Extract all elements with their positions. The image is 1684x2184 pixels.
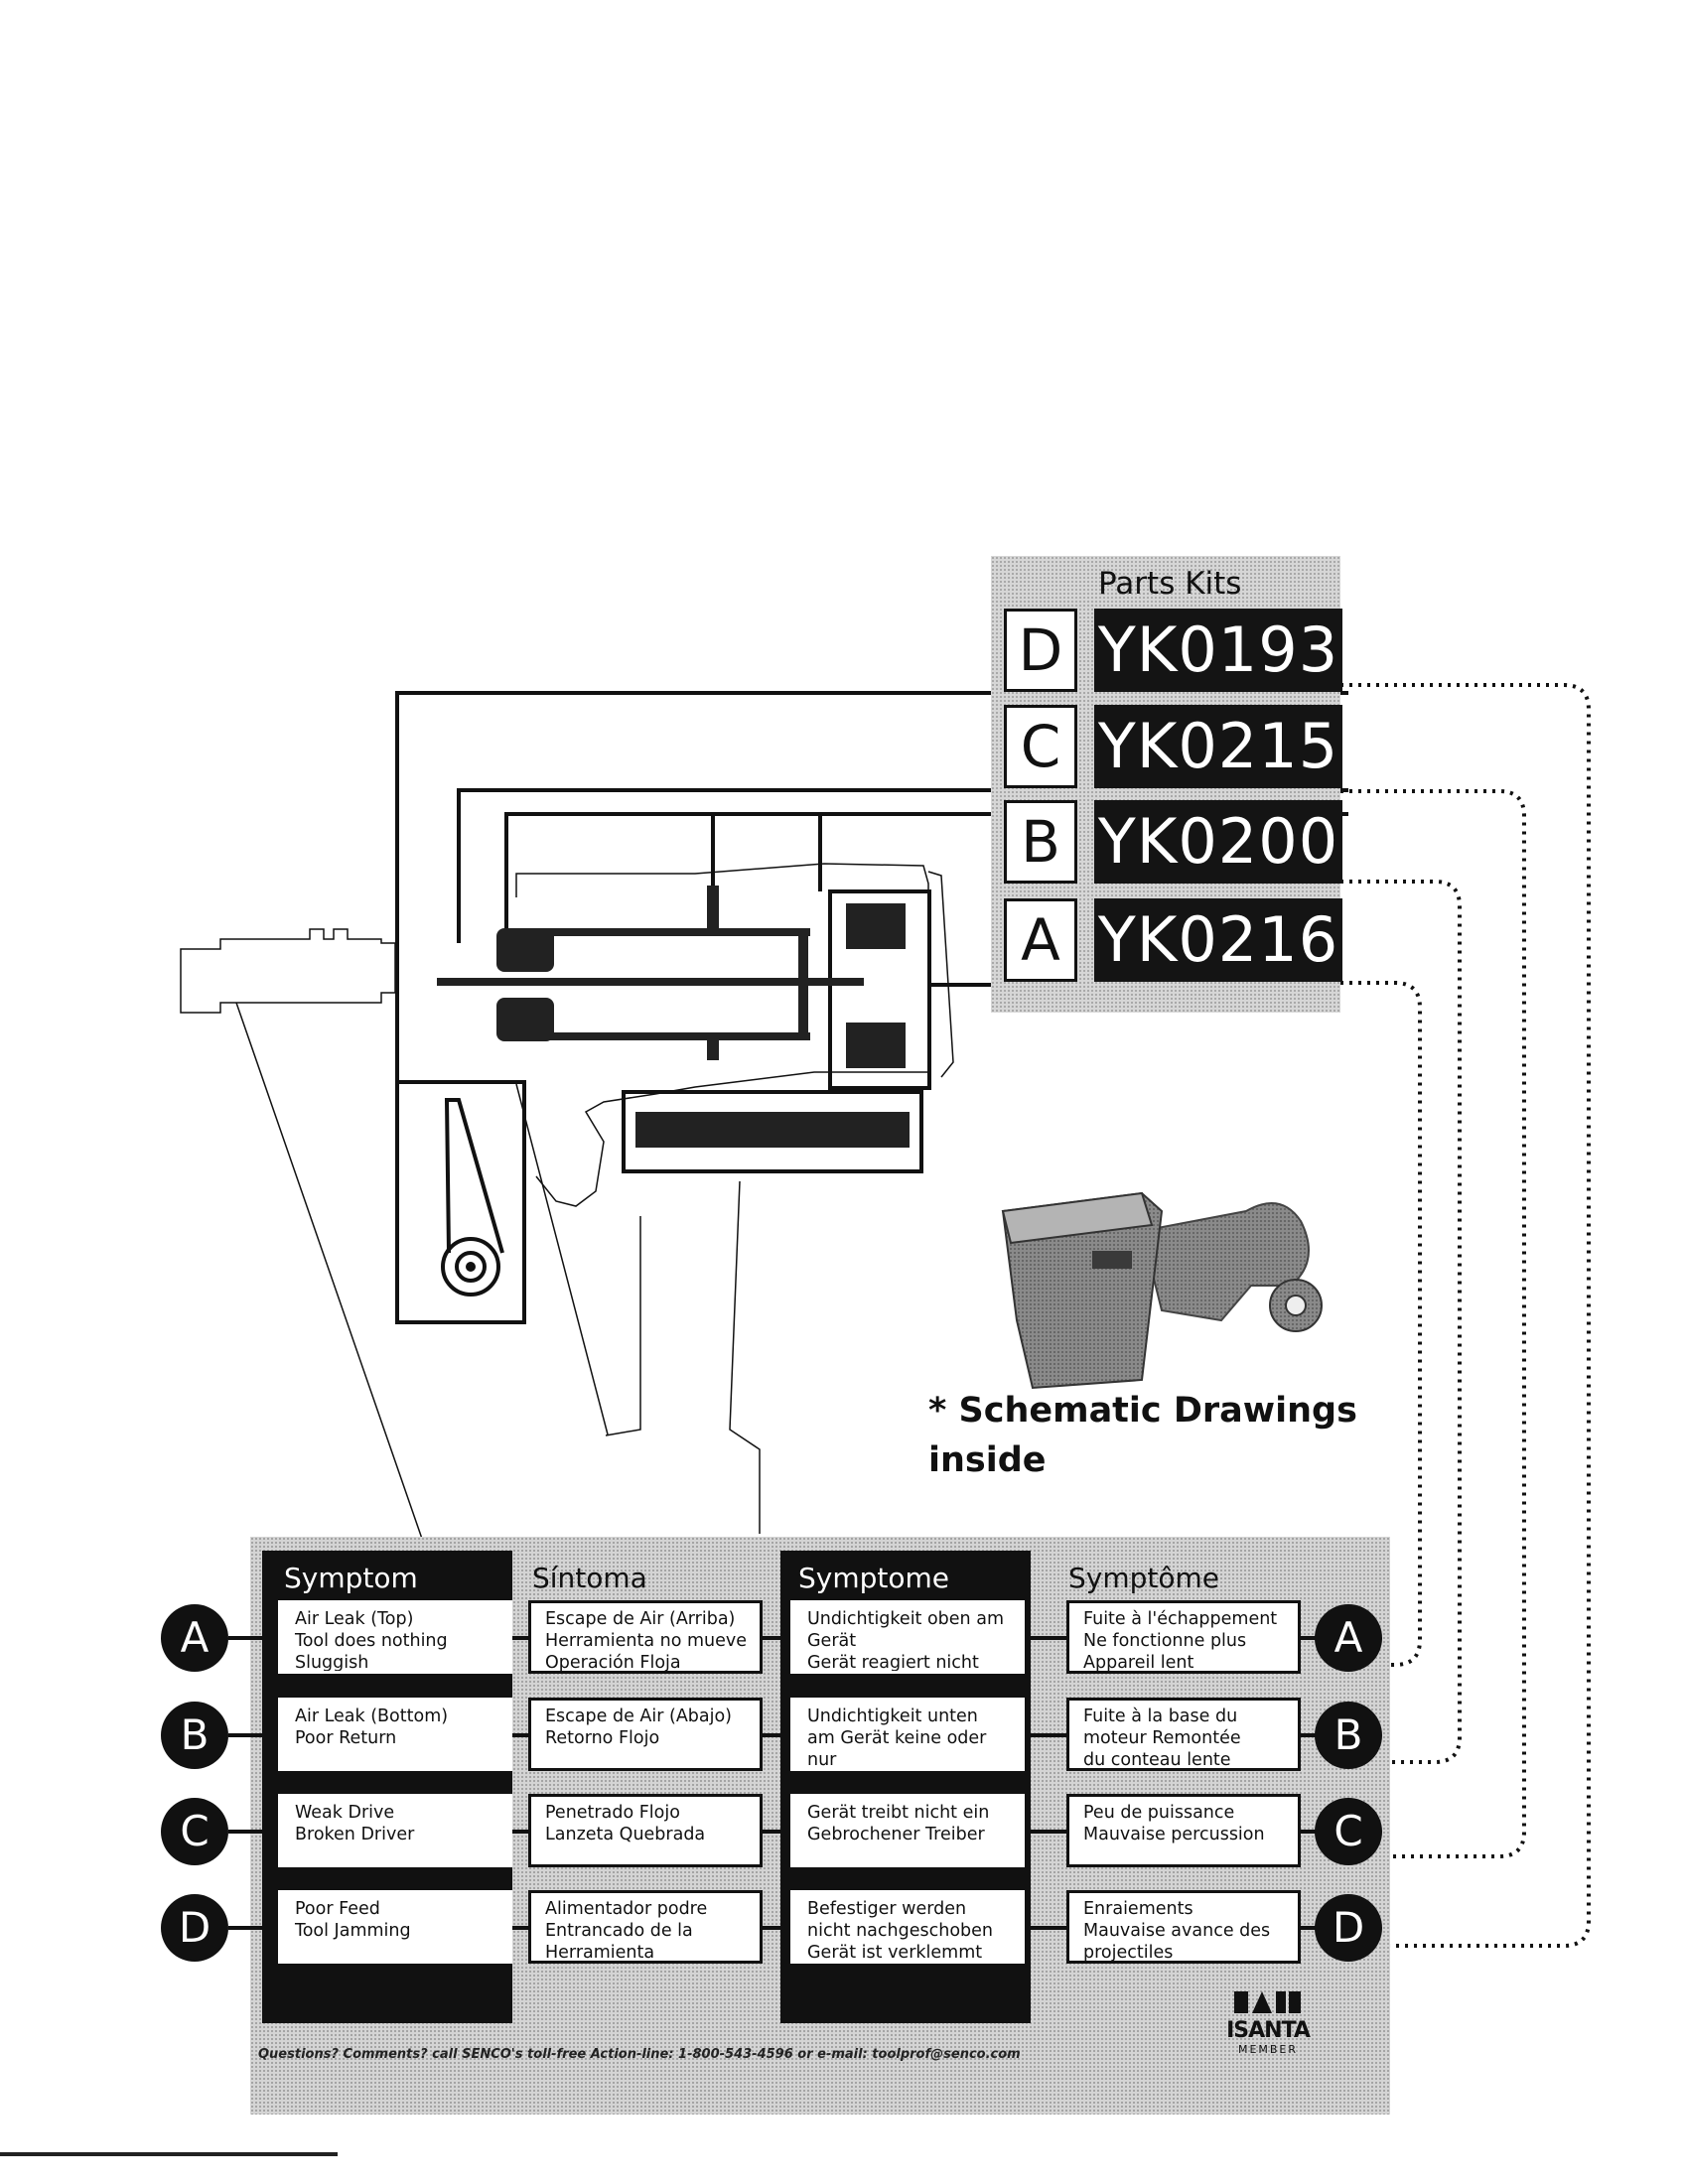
kit-letter: D (1004, 609, 1077, 692)
page-bottom-rule (0, 2152, 338, 2156)
isanta-logo-member: MEMBER (1237, 2043, 1299, 2056)
tool-part-photo (1001, 1191, 1323, 1390)
header-symptom: Symptom (284, 1562, 418, 1594)
symptom-es-a: Escape de Air (Arriba) Herramienta no mu… (528, 1600, 763, 1674)
kit-code: YK0216 (1094, 898, 1342, 982)
isanta-member-logo: ISANTA MEMBER (1223, 1989, 1313, 2077)
symptom-fr-b: Fuite à la base du moteur Remontée du co… (1066, 1698, 1301, 1771)
row-badge-c-right: C (1315, 1798, 1382, 1865)
header-symptome: Symptome (798, 1562, 950, 1594)
symptom-de-a: Undichtigkeit oben am Gerät Gerät reagie… (790, 1600, 1025, 1674)
symptom-de-b: Undichtigkeit unten am Gerät keine oder … (790, 1698, 1025, 1771)
symptom-en-b: Air Leak (Bottom) Poor Return (278, 1698, 512, 1771)
schematic-drawings-note: * Schematic Drawings inside (928, 1391, 1357, 1480)
header-symptome-fr: Symptôme (1068, 1562, 1220, 1594)
row-badge-d-right: D (1315, 1894, 1382, 1962)
footer-contact-line: Questions? Comments? call SENCO's toll-f… (258, 2047, 1021, 2062)
symptom-es-d: Alimentador podre Entrancado de la Herra… (528, 1890, 763, 1964)
kit-letter: C (1004, 705, 1077, 788)
symptom-de-d: Befestiger werden nicht nachgeschoben Ge… (790, 1890, 1025, 1964)
symptom-es-b: Escape de Air (Abajo) Retorno Flojo (528, 1698, 763, 1771)
kit-code: YK0193 (1094, 609, 1342, 692)
kit-code: YK0215 (1094, 705, 1342, 788)
isanta-logo-mark (1234, 1991, 1301, 2013)
kit-letter: B (1004, 800, 1077, 884)
kit-letter: A (1004, 898, 1077, 982)
row-badge-a-right: A (1315, 1604, 1382, 1672)
symptom-fr-a: Fuite à l'échappement Ne fonctionne plus… (1066, 1600, 1301, 1674)
isanta-logo-name: ISANTA (1226, 2018, 1311, 2043)
kit-code: YK0200 (1094, 800, 1342, 884)
symptom-fr-c: Peu de puissance Mauvaise percussion (1066, 1794, 1301, 1867)
row-badge-c: C (161, 1798, 228, 1865)
row-badge-b: B (161, 1702, 228, 1769)
symptom-fr-d: Enraiements Mauvaise avance des projecti… (1066, 1890, 1301, 1964)
symptom-es-c: Penetrado Flojo Lanzeta Quebrada (528, 1794, 763, 1867)
row-badge-b-right: B (1315, 1702, 1382, 1769)
row-badge-d: D (161, 1894, 228, 1962)
symptom-en-c: Weak Drive Broken Driver (278, 1794, 512, 1867)
symptom-en-d: Poor Feed Tool Jamming (278, 1890, 512, 1964)
row-badge-a: A (161, 1604, 228, 1672)
parts-kits-title: Parts Kits (1098, 566, 1242, 602)
symptom-en-a: Air Leak (Top) Tool does nothing Sluggis… (278, 1600, 512, 1674)
symptom-de-c: Gerät treibt nicht ein Gebrochener Treib… (790, 1794, 1025, 1867)
header-sintoma: Síntoma (532, 1562, 647, 1594)
